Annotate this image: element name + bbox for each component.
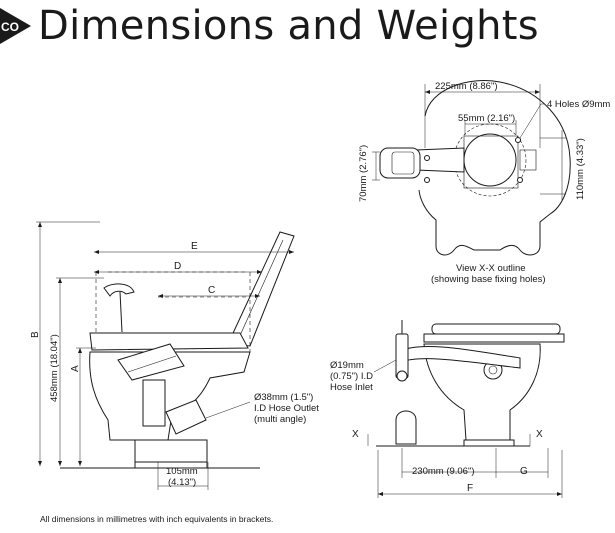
side-height-label: 458mm (18.04") (49, 334, 60, 402)
dimension-F: F (467, 483, 473, 494)
dimension-C: C (208, 285, 215, 296)
dimension-D: D (174, 261, 181, 272)
left-height-label: 70mm (2.76") (358, 145, 369, 202)
base-width-line2: (4.13") (168, 477, 196, 488)
top-view-width-label: 225mm (8.86") (435, 81, 498, 92)
section-marker-x-left: X (352, 429, 359, 440)
inlet-line2: (0.75") I.D (330, 371, 373, 382)
brand-badge-logo: CO (0, 8, 31, 44)
base-width-line1: 105mm (166, 466, 198, 477)
footnote: All dimensions in millimetres with inch … (40, 514, 274, 524)
holes-label: 4 Holes Ø9mm (547, 99, 610, 110)
top-view-diagram: 225mm (8.86") 4 Holes Ø9mm 55mm (2.16") … (358, 80, 610, 285)
outlet-line1: Ø38mm (1.5") (254, 392, 313, 403)
fixing-hole (517, 177, 523, 183)
outlet-line3: (multi angle) (254, 414, 306, 425)
brand-badge-text: CO (1, 20, 19, 34)
dimension-B: B (30, 331, 41, 338)
page-title: Dimensions and Weights (38, 3, 539, 49)
outlet-line2: I.D Hose Outlet (254, 403, 319, 414)
right-height-label: 110mm (4.33") (575, 138, 586, 200)
fixing-hole (424, 155, 430, 161)
front-width-label: 230mm (9.06") (412, 466, 475, 477)
fixing-hole (424, 177, 430, 183)
dimension-A: A (70, 365, 81, 372)
side-view-diagram: E D C B 458mm (18.04") A Ø38mm (1.5") I.… (30, 221, 319, 490)
fixing-hole (515, 137, 521, 143)
inner-width-label: 55mm (2.16") (458, 113, 515, 124)
inlet-line3: Hose Inlet (330, 382, 373, 393)
top-view-caption-line2: (showing base fixing holes) (431, 274, 546, 285)
dimension-E: E (191, 241, 198, 252)
top-view-caption-line1: View X-X outline (456, 263, 526, 274)
dimension-G: G (520, 466, 528, 477)
section-marker-x-right: X (536, 429, 543, 440)
inlet-line1: Ø19mm (330, 360, 364, 371)
front-view-diagram: Ø19mm (0.75") I.D Hose Inlet X X 230mm (… (330, 320, 565, 498)
